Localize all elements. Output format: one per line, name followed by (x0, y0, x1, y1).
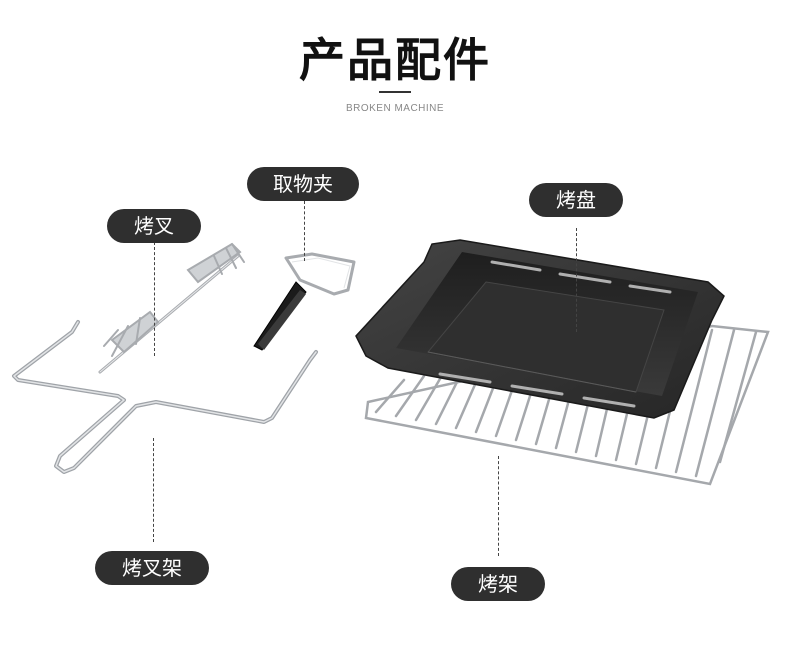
tong-guide-line (304, 201, 305, 261)
label-bake-tray: 烤盘 (529, 183, 623, 217)
label-spit-fork: 烤叉 (107, 209, 201, 243)
page-title: 产品配件 (299, 33, 491, 87)
spit-rack-image (12, 320, 318, 474)
spit-fork-guide-line (154, 242, 155, 356)
bake-tray-image (355, 239, 725, 419)
label-grill-rack: 烤架 (451, 567, 545, 601)
label-tong: 取物夹 (247, 167, 359, 201)
tong-image (253, 252, 356, 351)
bake-tray-guide-line (576, 228, 577, 332)
label-spit-rack: 烤叉架 (95, 551, 209, 585)
title-divider (379, 91, 411, 93)
spit-fork-image (98, 242, 245, 374)
spit-rack-guide-line (153, 438, 154, 542)
page-subtitle: BROKEN MACHINE (345, 103, 445, 114)
grill-rack-guide-line (498, 456, 499, 556)
